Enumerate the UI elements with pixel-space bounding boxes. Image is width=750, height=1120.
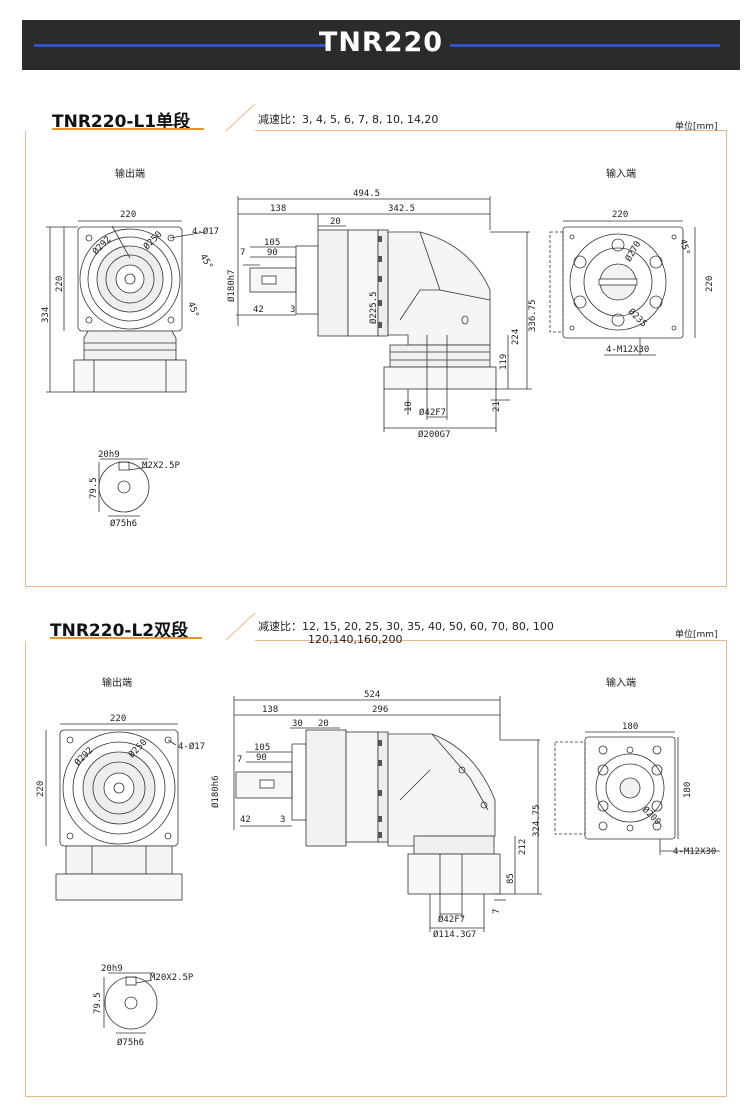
section2-title-slant xyxy=(225,612,256,641)
section1-title: TNR220-L1单段 xyxy=(52,112,191,132)
s1-h10: 10 xyxy=(404,401,414,412)
section1-input-label: 输入端 xyxy=(606,169,636,180)
s1-len20: 20 xyxy=(330,217,341,227)
s2-in-width: 180 xyxy=(622,722,638,732)
s2-h7: 7 xyxy=(492,909,502,914)
s1-angle-a: 45° xyxy=(197,253,214,272)
s2-k795: 79.5 xyxy=(93,992,103,1014)
section2-title-underline xyxy=(50,637,202,639)
s1-h21: 21 xyxy=(492,401,502,412)
s1-out-total: 334 xyxy=(41,307,51,323)
section2-output-label: 输出端 xyxy=(102,678,132,689)
s2-out-height: 220 xyxy=(36,781,46,797)
s1-h119: 119 xyxy=(499,354,509,370)
s2-shaft: Ø180h6 xyxy=(210,775,221,808)
s2-out-width: 220 xyxy=(110,714,126,724)
s1-len105: 105 xyxy=(264,238,280,248)
s1-len90: 90 xyxy=(267,248,278,258)
s2-m20: M20X2.5P xyxy=(150,973,194,983)
s1-k795: 79.5 xyxy=(89,477,99,499)
s2-len30: 30 xyxy=(292,719,303,729)
s1-h336: 336.75 xyxy=(528,299,538,332)
s2-m12: 4-M12X30 xyxy=(673,847,716,857)
s2-h324: 324.75 xyxy=(532,804,542,837)
s2-d200: Ø200 xyxy=(640,804,663,827)
s1-h224: 224 xyxy=(511,329,521,345)
s2-len105: 105 xyxy=(254,743,270,753)
s2-d42f7: Ø42F7 xyxy=(438,914,465,925)
s1-len7: 7 xyxy=(240,248,245,258)
s1-d235: Ø235 xyxy=(626,306,649,329)
section1-title-underline xyxy=(52,128,204,130)
s1-d42f7: Ø42F7 xyxy=(419,407,446,418)
s1-in-angle: 45° xyxy=(677,238,691,256)
section2-ratio-line1: 减速比：12, 15, 20, 25, 30, 35, 40, 50, 60, … xyxy=(258,620,554,633)
s2-total-len: 524 xyxy=(364,690,380,700)
s2-h85: 85 xyxy=(506,873,516,884)
s1-in-width: 220 xyxy=(612,210,628,220)
s2-h212: 212 xyxy=(518,839,528,855)
s1-out-height: 220 xyxy=(55,276,65,292)
s1-input-flange xyxy=(562,226,684,339)
s1-key20: 20h9 xyxy=(98,450,120,460)
section2-title: TNR220-L2双段 xyxy=(50,621,189,641)
s2-len42: 42 xyxy=(240,815,251,825)
header-right-line xyxy=(450,44,720,47)
s2-out-holes: 4-Ø17 xyxy=(178,741,205,752)
s2-len296: 296 xyxy=(372,705,388,715)
header-bar: TNR220 xyxy=(22,20,740,70)
section2-dimensions: 220 220 4-Ø17 Ø292 Ø250 524 138 296 30 2… xyxy=(36,690,716,1048)
s1-len138: 138 xyxy=(270,204,286,214)
section1-unit: 单位[mm] xyxy=(675,122,718,132)
section1-drawing xyxy=(46,196,696,517)
s1-d292: Ø292 xyxy=(90,234,113,257)
s2-len20: 20 xyxy=(318,719,329,729)
section2-input-label: 输入端 xyxy=(606,678,636,689)
s2-len138: 138 xyxy=(262,705,278,715)
s2-d114: Ø114.3G7 xyxy=(433,929,476,940)
s1-len42: 42 xyxy=(253,305,264,315)
s2-key20: 20h9 xyxy=(101,964,123,974)
section2-drawing xyxy=(45,696,720,1034)
s1-out-holes: 4-Ø17 xyxy=(192,226,219,237)
s2-len7: 7 xyxy=(237,755,242,765)
s1-d225: Ø225.5 xyxy=(368,291,379,324)
s1-angle-b: 45° xyxy=(185,301,200,320)
s1-len3: 3 xyxy=(290,305,295,315)
section1-ratio: 减速比：3, 4, 5, 6, 7, 8, 10, 14,20 xyxy=(258,113,439,126)
s2-in-height: 180 xyxy=(683,782,693,798)
s1-k75: Ø75h6 xyxy=(110,518,137,529)
s1-total-len: 494.5 xyxy=(353,189,380,199)
section1-output-label: 输出端 xyxy=(115,169,145,180)
section1-dimensions: 220 220 334 4-Ø17 Ø292 Ø250 45° 45° 494.… xyxy=(41,189,715,529)
s1-shaft: Ø180h7 xyxy=(226,269,237,302)
s2-d250: Ø250 xyxy=(126,737,149,760)
s1-out-width: 220 xyxy=(120,210,136,220)
s2-len90: 90 xyxy=(256,753,267,763)
page-title: TNR220 xyxy=(318,27,444,58)
s1-m2: M2X2.5P xyxy=(142,461,181,471)
s1-m12: 4-M12X30 xyxy=(606,345,649,355)
section2-ratio-line2: 120,140,160,200 xyxy=(308,633,403,646)
s2-len3: 3 xyxy=(280,815,285,825)
s1-in-height: 220 xyxy=(705,276,715,292)
header-left-line xyxy=(34,44,328,47)
s1-d270: Ø270 xyxy=(623,239,643,263)
s1-len342: 342.5 xyxy=(388,204,415,214)
s2-d292: Ø292 xyxy=(72,745,95,768)
s2-k75: Ø75h6 xyxy=(117,1037,144,1048)
section2-unit: 单位[mm] xyxy=(675,630,718,640)
s1-d250: Ø250 xyxy=(141,229,164,252)
s1-d200g7: Ø200G7 xyxy=(418,429,451,440)
section1-title-slant xyxy=(225,103,256,132)
